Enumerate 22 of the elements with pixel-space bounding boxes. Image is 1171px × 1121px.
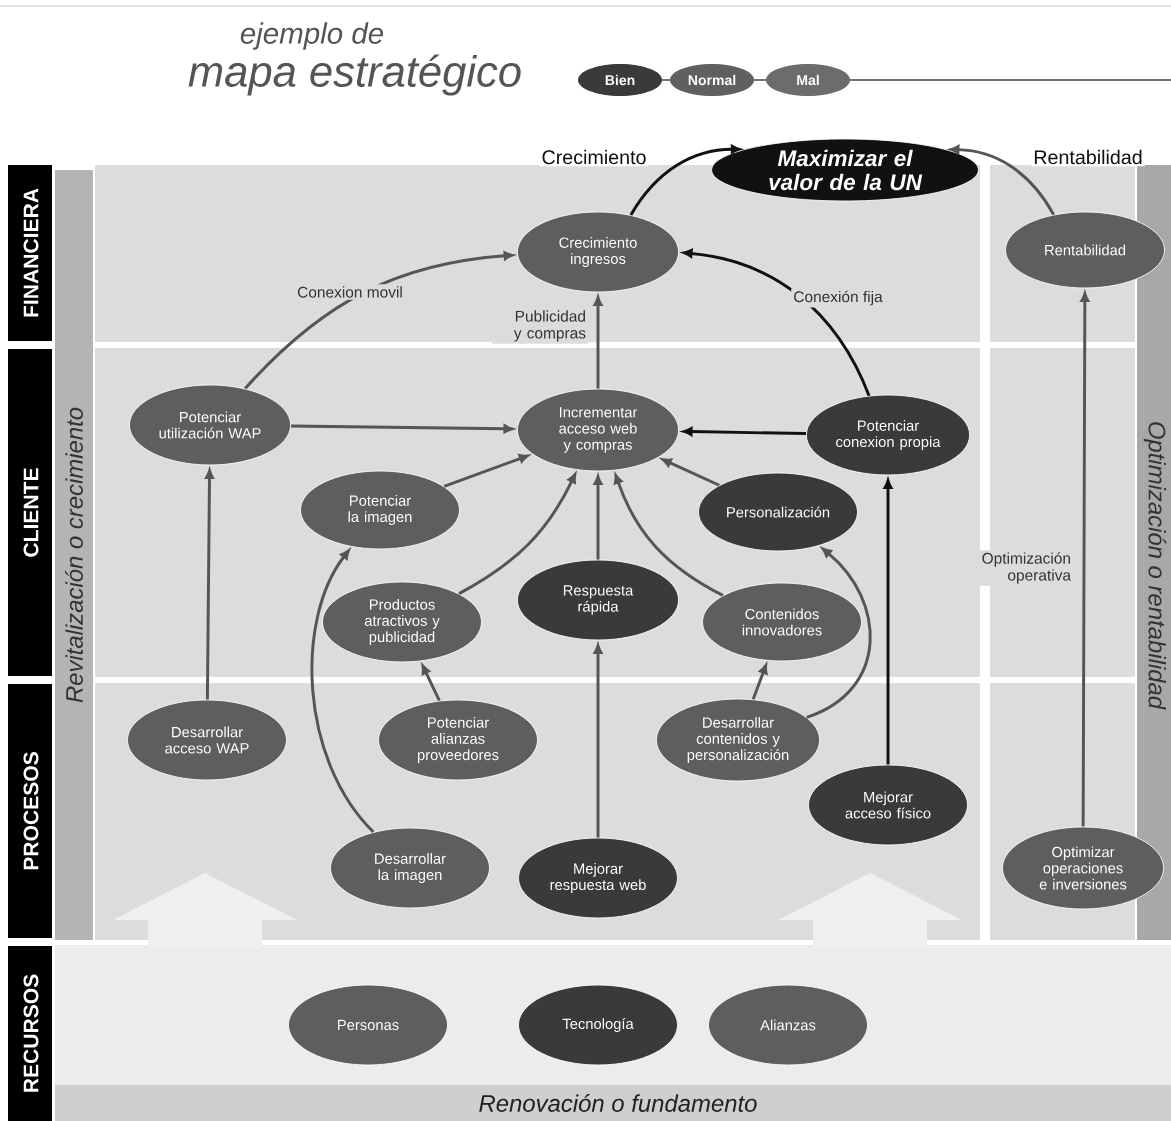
edge-label: Conexion movil [295, 284, 405, 300]
edge-label: Optimización operativa [976, 550, 1074, 586]
side-bar: Optimización o rentabilidad [1137, 165, 1171, 940]
arrow [421, 664, 441, 702]
subtitle: ejemplo de [240, 22, 384, 50]
bottom-bar: Renovación o fundamento [55, 1085, 1171, 1121]
edge-label: Crecimiento [539, 147, 649, 167]
lane-tab: RECURSOS [8, 946, 52, 1121]
arrow [290, 424, 514, 434]
arrow [682, 248, 871, 397]
arrow [806, 547, 872, 719]
arrow [310, 549, 375, 834]
lane-tab: FINANCIERA [8, 165, 52, 341]
arrow [244, 251, 514, 390]
lane-tab: CLIENTE [8, 349, 52, 676]
arrow [751, 664, 768, 700]
lane-tab: PROCESOS [8, 684, 52, 938]
edge-label: Rentabilidad [1031, 147, 1145, 167]
arrow [458, 473, 577, 595]
side-bar: Revitalización o crecimiento [55, 170, 93, 940]
edge-label: Publicidad y compras [491, 308, 589, 344]
title: mapa estratégico [188, 54, 521, 96]
